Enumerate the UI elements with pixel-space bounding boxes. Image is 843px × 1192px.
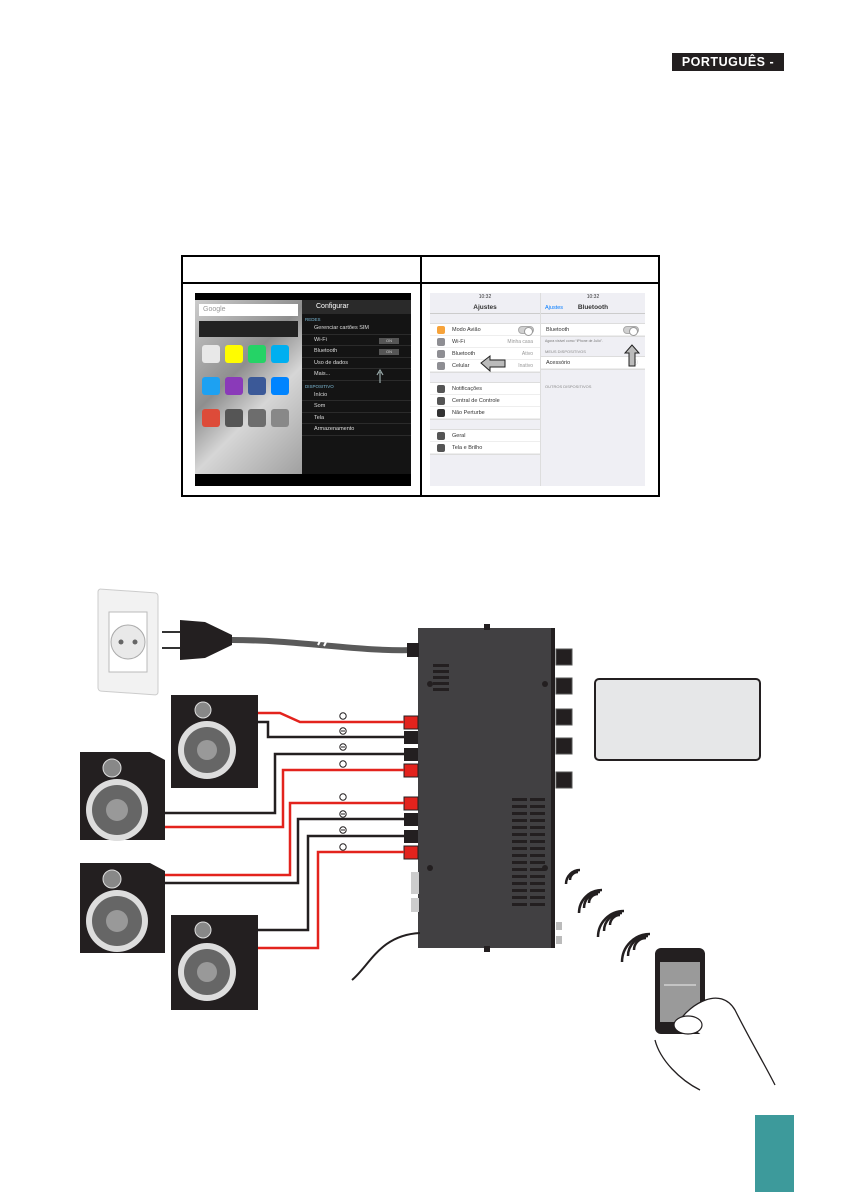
bluetooth-icon xyxy=(437,350,445,358)
android-status-bar xyxy=(195,293,411,300)
language-badge: PORTUGUÊS - BR xyxy=(672,53,784,87)
speaker-icon xyxy=(80,752,165,841)
note-box xyxy=(594,678,761,761)
ios-up-arrow-icon xyxy=(623,344,641,367)
back-button[interactable]: Ajustes xyxy=(545,305,564,311)
ios-row-control-center[interactable]: Central de Controle xyxy=(430,395,540,407)
notifications-icon xyxy=(437,385,445,393)
play-store-icon xyxy=(248,409,266,427)
photos-icon xyxy=(225,409,243,427)
android-home-screen: Google xyxy=(195,293,302,486)
page-tab xyxy=(755,1115,794,1192)
speaker-icon xyxy=(80,863,165,953)
ios-row-general[interactable]: Geral xyxy=(430,430,540,442)
control-center-icon xyxy=(437,397,445,405)
ios-bt-status-bar: 10:32 xyxy=(586,294,600,300)
ios-row-do-not-disturb[interactable]: Não Perturbe xyxy=(430,407,540,419)
ios-left-arrow-icon xyxy=(480,354,506,373)
speaker-icon xyxy=(171,695,258,788)
ios-row-display[interactable]: Tela e Brilho xyxy=(430,442,540,454)
amplifier-vent xyxy=(512,798,545,906)
instagram-icon xyxy=(225,377,243,395)
android-screenshot: Google Configurar REDES Gerenciar cartõe… xyxy=(195,293,411,486)
section-networks: REDES xyxy=(305,317,321,322)
cellular-icon xyxy=(437,362,445,370)
google-search-bar: Google xyxy=(199,304,298,316)
screenshot-table xyxy=(181,255,660,497)
app-icon-grid xyxy=(199,343,298,439)
snapchat-icon xyxy=(225,345,243,363)
bluetooth-toggle[interactable]: ON xyxy=(379,349,399,355)
power-plug-icon xyxy=(162,620,232,660)
android-settings-title: Configurar xyxy=(302,300,411,314)
android-nav-bar xyxy=(195,474,411,486)
android-arrow-icon xyxy=(376,368,384,383)
ios-bt-group: Bluetooth xyxy=(541,323,645,337)
speaker-terminals xyxy=(403,715,419,860)
android-item-storage[interactable]: Armazenamento xyxy=(302,424,411,436)
my-devices-header: MEUS DISPOSITIVOS xyxy=(545,349,586,354)
android-item-home[interactable]: Início xyxy=(302,390,411,401)
moon-icon xyxy=(437,409,445,417)
speaker-icon xyxy=(171,915,258,1010)
twitter-icon xyxy=(202,377,220,395)
skype-icon xyxy=(271,345,289,363)
ios-group-2: Notificações Central de Controle Não Per… xyxy=(430,382,540,420)
other-devices-header: OUTROS DISPOSITIVOS xyxy=(545,384,592,389)
ios-row-notifications[interactable]: Notificações xyxy=(430,383,540,395)
bluetooth-switch[interactable] xyxy=(623,326,639,336)
facebook-icon xyxy=(248,377,266,395)
android-item-display[interactable]: Tela xyxy=(302,413,411,424)
wifi-icon xyxy=(437,338,445,346)
settings-app-icon xyxy=(271,409,289,427)
gear-icon xyxy=(437,432,445,440)
airplane-switch[interactable] xyxy=(518,326,534,336)
wireless-signal-icon xyxy=(564,868,651,963)
section-device: DISPOSITIVO xyxy=(305,383,334,389)
ios-status-bar: 10:32 xyxy=(478,294,492,300)
speaker-wires xyxy=(165,711,421,981)
android-item-sound[interactable]: Som xyxy=(302,401,411,413)
cable-break xyxy=(317,636,329,647)
quick-settings-bar xyxy=(199,321,298,337)
whatsapp-icon xyxy=(248,345,266,363)
ios-group-3: Geral Tela e Brilho xyxy=(430,429,540,455)
amplifier-unit xyxy=(407,624,573,952)
power-cable xyxy=(231,637,416,654)
wifi-toggle[interactable]: ON xyxy=(379,337,399,344)
ios-row-airplane[interactable]: Modo Avião xyxy=(430,324,540,336)
ios-row-bluetooth-toggle[interactable]: Bluetooth xyxy=(541,324,645,336)
gmail-icon xyxy=(202,409,220,427)
android-item-sim[interactable]: Gerenciar cartões SIM xyxy=(302,323,411,335)
ios-settings-title: Ajustes xyxy=(430,302,540,314)
wall-outlet-icon xyxy=(97,588,159,696)
brightness-icon xyxy=(437,444,445,452)
thumb-icon xyxy=(673,1015,703,1035)
android-item-data[interactable]: Uso de dados xyxy=(302,358,411,369)
android-settings-panel: Configurar REDES Gerenciar cartões SIM W… xyxy=(302,300,411,474)
messenger-icon xyxy=(271,377,289,395)
polarity-labels xyxy=(339,712,347,851)
discoverable-note: Agora visível como “iPhone de Julio”. xyxy=(545,339,603,343)
android-item-more[interactable]: Mais... xyxy=(302,369,411,381)
airplane-icon xyxy=(437,326,445,334)
table-divider xyxy=(420,257,422,495)
trello-icon xyxy=(202,345,220,363)
